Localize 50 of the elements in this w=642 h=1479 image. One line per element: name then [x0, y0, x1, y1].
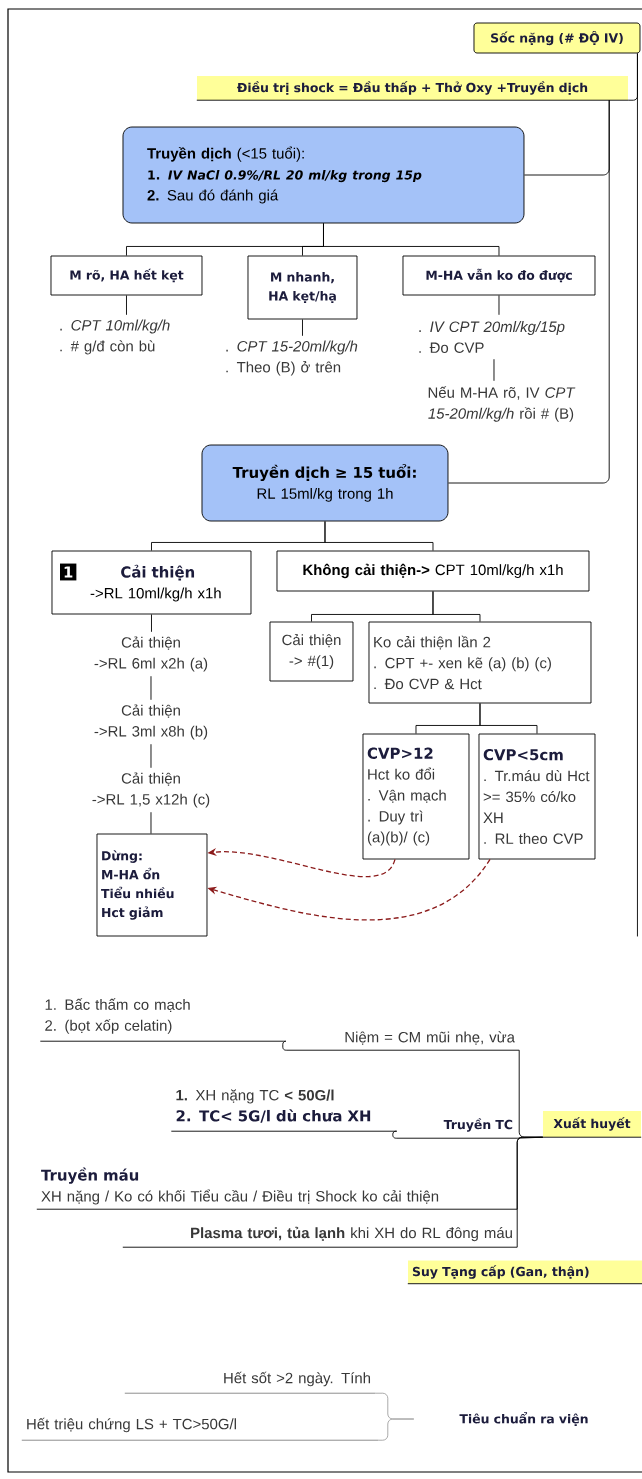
- branch-text: Truyền TC: [396, 1118, 518, 1139]
- step-box: Ko cải thiện lần 2 . CPT +- xen kẽ (a) (b) (c) . Đo CVP & Hct: [368, 621, 592, 704]
- connector-line: [323, 223, 500, 256]
- step-box: M rõ, HA hết kẹt: [50, 255, 203, 296]
- note-text: Cải thiện ->RL 6ml x2h (a): [94, 636, 208, 672]
- connector-line: [498, 295, 500, 316]
- connector-line: [493, 358, 495, 382]
- step-box: Không cải thiện-> CPT 10ml/kg/h x1h: [276, 550, 590, 592]
- connector-line: [150, 811, 152, 834]
- branch-text: Truyền máu XH nặng / Ko có khối Tiểu cầu / Điều trị Shock ko cải thiện: [36, 1167, 518, 1210]
- connector-line: [432, 591, 481, 622]
- note-text: . CPT 10ml/kg/h . # g/đ còn bù: [60, 319, 170, 355]
- note-text: Nếu M-HA rõ, IV CPT 15-20ml/kg/h rồi # (B): [428, 386, 576, 422]
- note-text: Cải thiện ->RL 3ml x8h (b): [94, 704, 208, 740]
- connector-line: [282, 1040, 288, 1051]
- step-box: Dừng: M-HA ổn Tiểu nhiều Hct giảm: [96, 833, 208, 937]
- connector-line: [150, 675, 152, 701]
- connector-line: [150, 743, 152, 769]
- topic-box: Sốc nặng (# ĐỘ IV): [473, 22, 641, 54]
- step-box: CVP>12 Hct ko đổi . Vận mạch . Duy trì (a)(b)/ (c): [362, 733, 470, 860]
- highlighted-topic: Xuất huyết: [542, 1111, 642, 1138]
- fluid-box: Truyền dịch (<15 tuổi): 1. IV NaCl 0.9%/RL 20 ml/kg trong 15p 2. Sau đó đánh giá: [122, 126, 525, 224]
- branch-text: 1. Bấc thấm co mạch 2. (bọt xốp celatin): [39, 998, 285, 1042]
- step-box: M nhanh, HA kẹt/hạ: [247, 255, 358, 320]
- highlighted-topic: Điều trị shock = Đầu thấp + Thở Oxy +Truyền dịch: [196, 76, 629, 101]
- note-text: Tiêu chuẩn ra viện: [459, 1412, 588, 1426]
- connector-line: [516, 1136, 544, 1248]
- connector-line: [126, 295, 127, 316]
- connector-line: [302, 319, 303, 337]
- connector-line: [479, 703, 538, 734]
- connector-line: [448, 99, 610, 484]
- connector-line: [637, 53, 638, 937]
- branch-text: 1. XH nặng TC < 50G/l 2. TC< 5G/l dù chưa XH: [170, 1089, 398, 1132]
- connector-line: [377, 1418, 415, 1441]
- branch-text: Plasma tươi, tủa lạnh khi XH do RL đông máu: [122, 1226, 518, 1248]
- connector-line: [392, 1130, 398, 1139]
- note-text: . CPT 15-20ml/kg/h . Theo (B) ở trên: [226, 340, 358, 376]
- branch-text: Hết sốt >2 ngày. Tính: [124, 1371, 376, 1394]
- step-box: 1 Cải thiện ->RL 10ml/kg/h x1h: [51, 550, 252, 615]
- step-box: CVP<5cm . Tr.máu dù Hct >= 35% có/ko XH . RL theo CVP: [478, 733, 596, 860]
- connector-line: [151, 614, 152, 633]
- branch-text: Niệm = CM mũi nhẹ, vừa: [286, 1031, 520, 1051]
- step-box: M-HA vẫn ko đo được: [402, 255, 596, 296]
- branch-text: Hết triệu chứng LS + TC>50G/l: [21, 1417, 379, 1441]
- fluid-box: Truyền dịch ≥ 15 tuổi: RL 15ml/kg trong 1h: [201, 444, 449, 522]
- connector-line: [324, 521, 434, 551]
- highlighted-topic: Suy Tạng cấp (Gan, thận): [407, 1260, 642, 1285]
- note-text: . IV CPT 20ml/kg/15p . Đo CVP: [419, 321, 565, 353]
- note-text: Cải thiện ->RL 1,5 x12h (c): [92, 772, 210, 808]
- step-box: Cải thiện -> #(1): [269, 621, 354, 682]
